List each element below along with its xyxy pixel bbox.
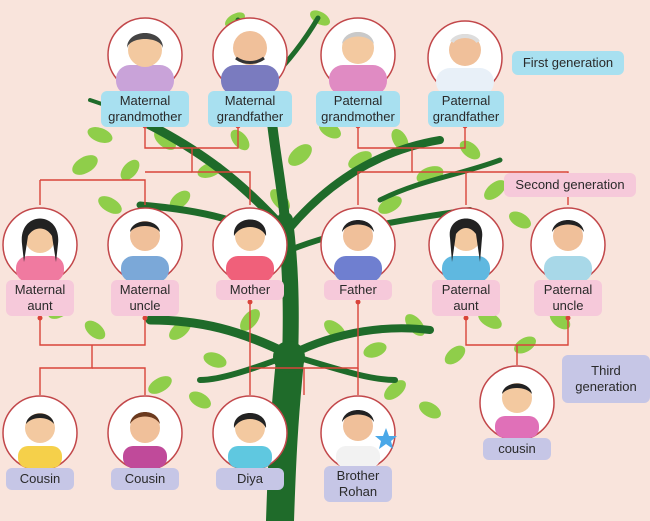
label-maternal-grandfather: Maternal grandfather	[208, 91, 292, 127]
second-generation-tag: Second generation	[504, 173, 636, 197]
label-paternal-grandfather: Paternal grandfather	[428, 91, 504, 127]
label-mother: Mother	[216, 280, 284, 300]
label-maternal-aunt: Maternal aunt	[6, 280, 74, 316]
third-generation-tag: Third generation	[562, 355, 650, 403]
label-paternal-uncle: Paternal uncle	[534, 280, 602, 316]
faces	[16, 31, 592, 468]
label-paternal-aunt: Paternal aunt	[432, 280, 500, 316]
label-diya: Diya	[216, 468, 284, 490]
label-paternal-grandmother: Paternal grandmother	[316, 91, 400, 127]
label-brother: Brother Rohan	[324, 466, 392, 502]
first-generation-tag: First generation	[512, 51, 624, 75]
label-cousin-1: Cousin	[6, 468, 74, 490]
label-father: Father	[324, 280, 392, 300]
label-maternal-grandmother: Maternal grandmother	[101, 91, 189, 127]
trunk-knot	[273, 341, 305, 373]
label-maternal-uncle: Maternal uncle	[111, 280, 179, 316]
connectors	[39, 126, 569, 395]
label-cousin-2: Cousin	[111, 468, 179, 490]
label-cousin-3: cousin	[483, 438, 551, 460]
